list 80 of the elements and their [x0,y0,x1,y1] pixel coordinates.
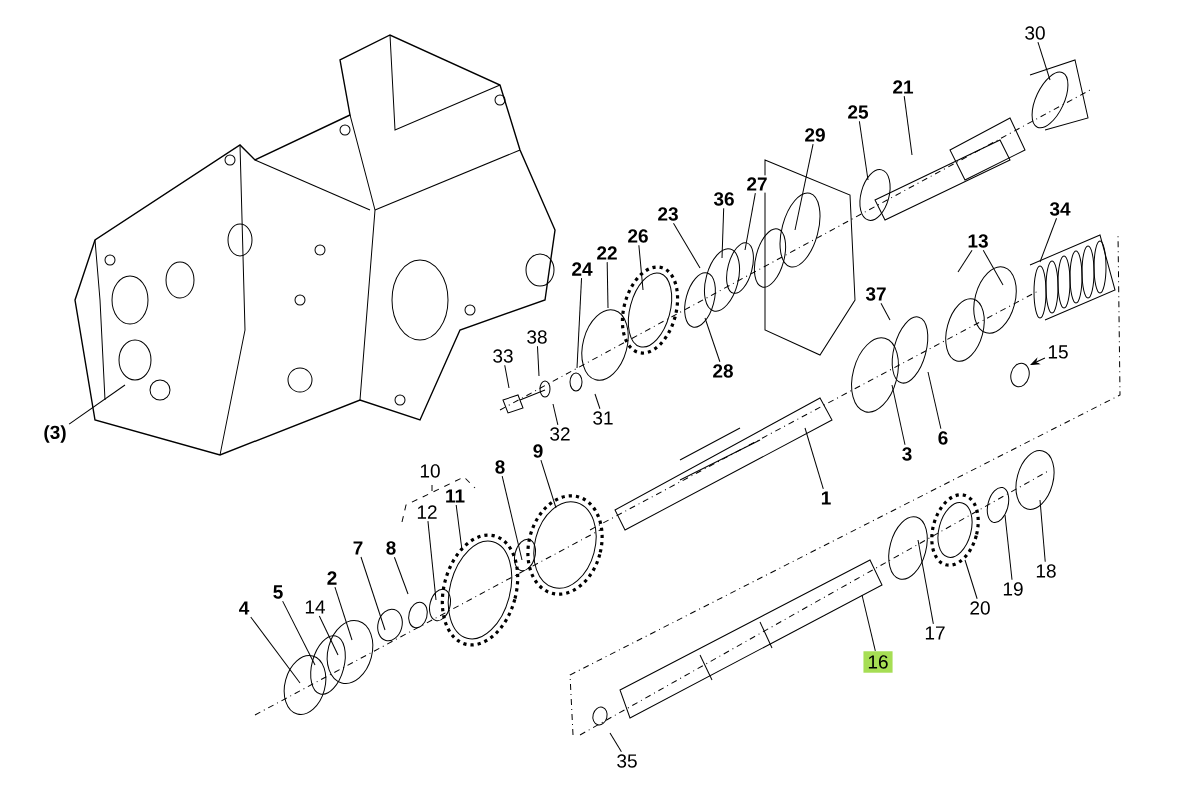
callout-number: 8 [492,458,508,476]
callout-number: 3 [899,445,915,463]
leader-line [501,475,523,561]
leader-line [1004,514,1013,581]
callout-number: (3) [41,423,69,445]
leader-line [804,427,824,490]
leader-line [427,520,437,601]
callout-number: 9 [530,442,546,460]
leader-line [880,302,891,321]
leader-line [927,371,942,430]
callout-number: 8 [383,539,399,557]
callout-number: 11 [442,487,468,505]
callout-number: 5 [270,583,286,601]
leader-line [606,261,609,309]
callout-number: 36 [711,190,737,208]
leader-line [957,249,973,273]
callout-number: 10 [420,464,440,478]
leader-line [594,393,601,410]
leader-line [504,364,510,389]
callout-number: 26 [625,227,651,245]
leader-line [455,504,463,551]
callout-number: 38 [524,328,550,346]
callout-number: 24 [569,260,595,278]
leader-line [721,207,725,259]
callout-number: 22 [594,244,620,262]
leader-line [744,192,756,251]
leader-line [360,556,386,631]
callout-number: 30 [1022,24,1048,42]
callout-number: 23 [655,205,681,223]
callout-number: 18 [1033,562,1059,580]
callout-number: 25 [845,103,871,121]
callout-number: 37 [863,285,889,303]
callout-number: 32 [547,425,573,443]
leader-line [250,616,301,684]
leader-line [858,120,869,181]
callout-number: 33 [490,347,516,365]
leader-line [861,594,876,652]
leader-line [68,384,126,425]
leader-line [638,244,644,291]
callout-number: 15 [1045,343,1071,361]
callout-number: 34 [1047,200,1073,218]
leader-line [540,459,557,509]
callout-number: 17 [922,624,948,642]
callout-number: 31 [590,409,616,427]
callout-number: 14 [302,598,328,616]
leader-line [1039,499,1046,563]
callout-number: 29 [802,126,828,144]
callout-number: 1 [818,489,834,507]
leader-line [704,317,721,363]
leader-line [552,403,559,426]
callout-number: 7 [350,539,366,557]
leader-line [282,600,316,666]
callout-number: 21 [890,78,916,96]
callout-number: 28 [710,362,736,380]
callout-number: 20 [967,599,993,617]
callout-number: 12 [414,503,440,521]
leader-line [334,586,353,641]
callout-number: 27 [744,175,770,193]
leader-line [891,384,906,446]
leader-line [1037,41,1051,81]
leader-line [576,277,583,369]
callout-number: 6 [935,429,951,447]
leader-line [1039,217,1057,263]
leader-line [673,222,701,269]
callout-number: 2 [324,569,340,587]
callout-number: 35 [614,752,640,770]
leader-line [917,539,934,625]
callout-number: 19 [1000,580,1026,598]
leader-line [393,556,409,595]
callout-number: 13 [965,232,991,250]
leader-line [609,732,622,753]
leader-line [537,345,540,377]
leader-line [982,249,1004,286]
leader-line [794,143,814,231]
callout-number: 4 [236,599,252,617]
leader-line [318,615,339,656]
leader-line [1030,357,1046,365]
leader-line [903,95,913,156]
leader-line [964,559,978,600]
callout-number: 16 [863,651,893,673]
